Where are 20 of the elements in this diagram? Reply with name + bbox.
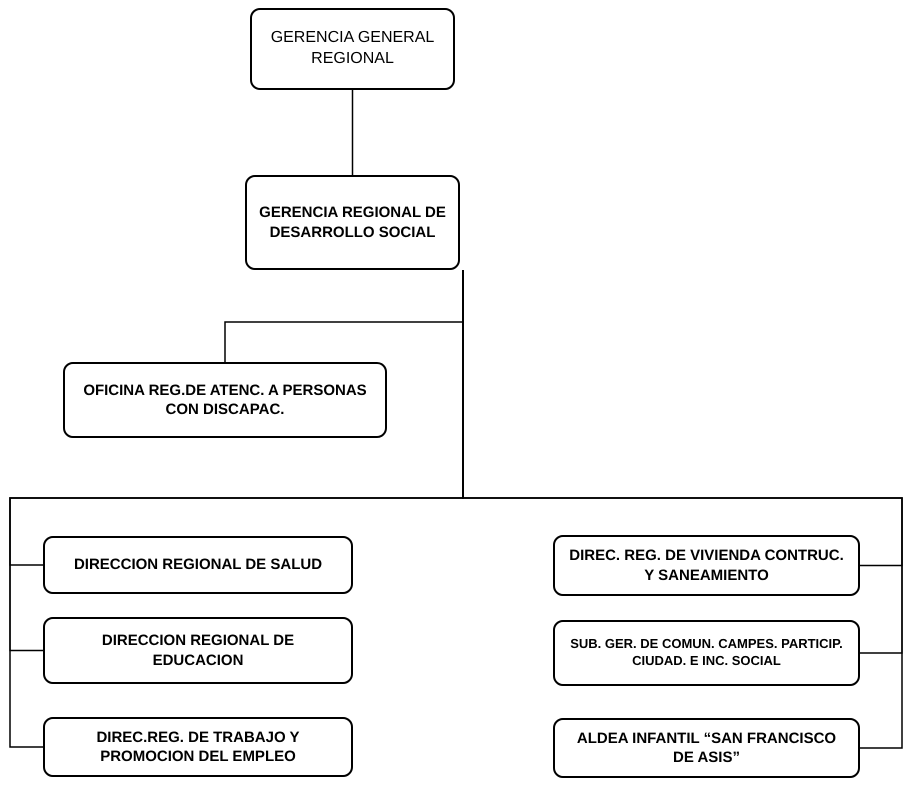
org-box [63, 362, 387, 438]
org-box [553, 535, 860, 596]
connector-line [462, 270, 903, 749]
org-box [43, 717, 353, 777]
box-label: DIREC.REG. DE TRABAJO Y PROMOCION DEL EMPLEO [95, 728, 301, 766]
org-box [245, 175, 460, 270]
box-label: DIREC. REG. DE VIVIENDA CONTRUC. Y SANEAMIENTO [568, 546, 845, 585]
org-box [43, 617, 353, 684]
org-box [553, 620, 860, 686]
org-box [553, 718, 860, 778]
connector-line [352, 90, 354, 175]
box-label: DIRECCION REGIONAL DE EDUCACION [100, 631, 296, 670]
box-label: GERENCIA GENERAL REGIONAL [270, 28, 436, 69]
box-label: DIRECCION REGIONAL DE SALUD [74, 555, 322, 575]
box-label: OFICINA REG.DE ATENC. A PERSONAS CON DISCAPAC. [82, 380, 368, 420]
box-label: ALDEA INFANTIL “SAN FRANCISCO DE ASIS” [576, 728, 838, 768]
box-label: GERENCIA REGIONAL DE DESARROLLO SOCIAL [258, 203, 447, 242]
org-box [250, 8, 455, 90]
box-label: SUB. GER. DE COMUN. CAMPES. PARTICIP. CIUDAD. E INC. SOCIAL [569, 636, 844, 670]
org-box [43, 536, 353, 594]
